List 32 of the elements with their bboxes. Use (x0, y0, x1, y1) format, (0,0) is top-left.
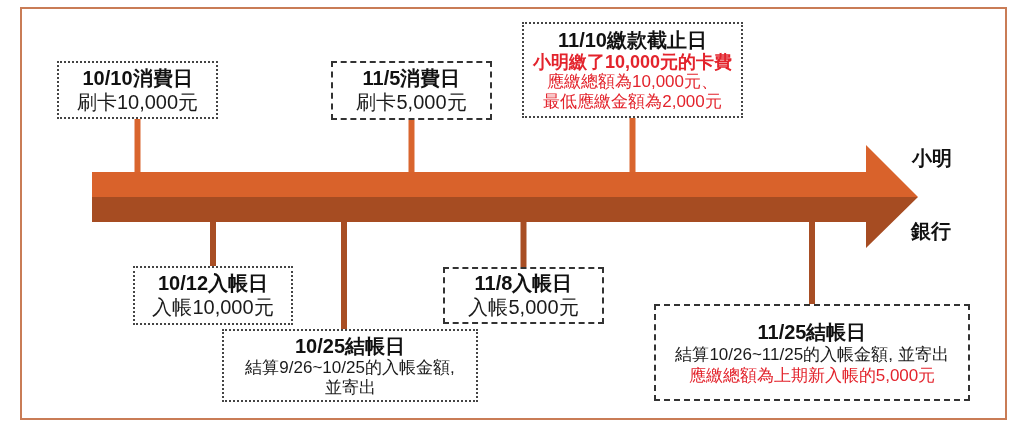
box-text: 應繳總額為上期新入帳的5,000元 (688, 364, 936, 386)
callout-box (522, 22, 743, 118)
connector-line (210, 222, 216, 266)
connector-line (408, 120, 415, 172)
callout-box (443, 267, 604, 324)
box-text: 入帳5,000元 (468, 295, 579, 320)
box-text: 刷卡5,000元 (356, 90, 467, 115)
connector-line (809, 222, 815, 304)
box-heading: 10/12入帳日 (157, 271, 269, 295)
lane-label: 小明 (912, 146, 952, 170)
box-heading: 11/25結帳日 (757, 319, 867, 344)
box-heading: 11/10繳款截止日 (558, 28, 707, 52)
callout-box (222, 329, 478, 402)
box-heading: 11/8入帳日 (474, 271, 573, 295)
callout-box (57, 61, 218, 119)
box-text: 小明繳了10,000元的卡費 (532, 52, 733, 72)
box-text: 刷卡10,000元 (76, 89, 199, 115)
box-text: 結算10/26~11/25的入帳金額, 並寄出 (675, 343, 949, 365)
box-heading: 10/10消費日 (82, 65, 193, 90)
callout-box (133, 266, 293, 325)
lane-label: 銀行 (911, 219, 951, 243)
box-text: 結算9/26~10/25的入帳金額, 並寄出 (244, 357, 456, 398)
connector-line (341, 222, 347, 329)
box-heading: 11/5消費日 (362, 66, 461, 90)
callout-box (654, 304, 970, 401)
box-text: 應繳總額為10,000元、最低應繳金額為2,000元 (542, 72, 723, 112)
connector-line (520, 222, 527, 267)
connector-line (134, 119, 141, 172)
box-heading: 10/25結帳日 (294, 333, 406, 358)
callout-box (331, 61, 492, 120)
box-text: 入帳10,000元 (152, 295, 274, 320)
connector-line (629, 118, 636, 172)
